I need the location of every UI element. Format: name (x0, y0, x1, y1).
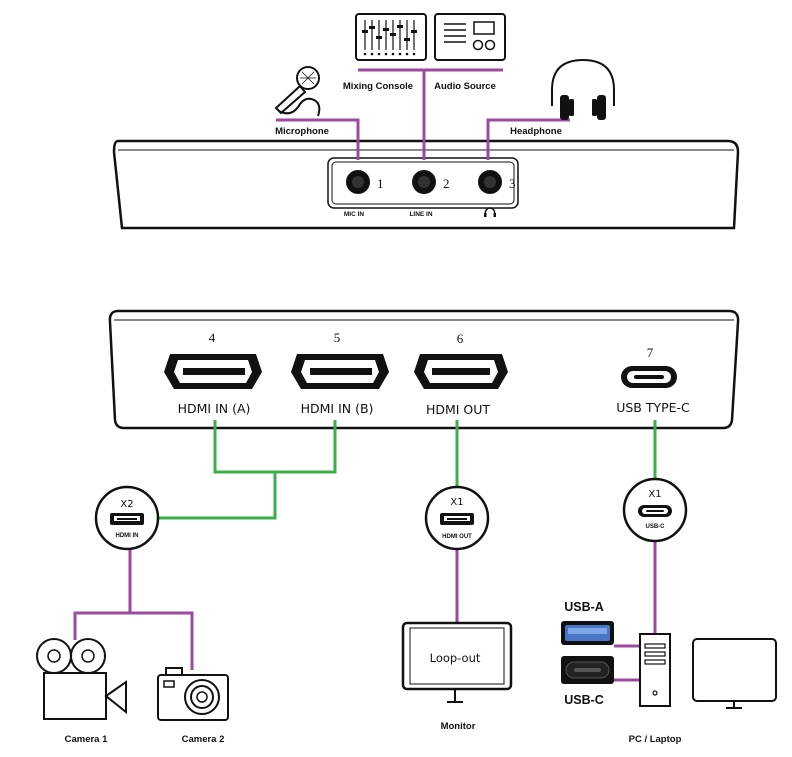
port-number-6: 6 (457, 331, 464, 346)
headphone-icon (551, 58, 615, 120)
mic-in-label: MIC IN (344, 211, 365, 218)
loop-out-label: Loop-out (430, 651, 481, 665)
mixing-console-label: Mixing Console (343, 81, 413, 92)
hdmi-in-a-label: HDMI IN (A) (178, 401, 251, 416)
usb-type-c-label: USB TYPE-C (616, 400, 690, 415)
mixing-console-icon (355, 13, 427, 61)
port-number-4: 4 (209, 330, 216, 345)
hdmi-out-port (414, 354, 508, 389)
hdmi-out-cable-count: X1 (450, 497, 463, 508)
headphone-label: Headphone (510, 126, 562, 137)
hdmi-in-cable-label: HDMI IN (116, 533, 139, 539)
video-cables (158, 420, 657, 520)
port-number-3: 3 (509, 176, 516, 191)
usb-c-cable-label: USB-C (646, 524, 666, 530)
pc-display-icon (692, 638, 777, 709)
usb-type-c-port (621, 366, 677, 388)
audio-source-label: Audio Source (434, 81, 496, 92)
usb-a-label: USB-A (564, 600, 604, 614)
usb-c-label: USB-C (564, 693, 604, 707)
hdmi-in-b-port (291, 354, 389, 389)
microphone-label: Microphone (275, 126, 329, 137)
port-number-1: 1 (377, 176, 384, 191)
camera2-label: Camera 2 (182, 734, 225, 745)
hdmi-in-cable-count: X2 (120, 499, 133, 510)
photo-camera-icon (157, 667, 229, 721)
microphone-icon (274, 66, 321, 117)
usb-c-connector-icon (561, 656, 614, 684)
pc-laptop-label: PC / Laptop (629, 734, 682, 745)
output-cables (73, 540, 657, 682)
video-camera-icon (36, 638, 127, 720)
usb-c-cable-count: X1 (648, 489, 661, 500)
line-in-label: LINE IN (409, 211, 432, 218)
hdmi-out-cable-label: HDMI OUT (442, 534, 472, 540)
top-device: 1 2 3 MIC IN LINE IN (112, 139, 740, 230)
hdmi-in-a-port (164, 354, 262, 389)
headphone-symbol-icon (484, 207, 496, 217)
port-number-2: 2 (443, 176, 450, 191)
monitor-icon (401, 621, 513, 703)
audio-source-icon (434, 13, 506, 61)
usb-c-cable-badge: X1 USB-C (622, 477, 688, 543)
mic-in-jack (346, 170, 370, 194)
monitor-label: Monitor (441, 721, 476, 732)
camera1-label: Camera 1 (65, 734, 108, 745)
port-number-7: 7 (647, 345, 654, 360)
port-number-5: 5 (334, 330, 341, 345)
pc-tower-icon (639, 633, 671, 707)
hdmi-in-cable-badge: X2 HDMI IN (94, 485, 160, 551)
hdmi-out-cable-badge: X1 HDMI OUT (424, 485, 490, 551)
hdmi-out-label: HDMI OUT (426, 402, 490, 417)
headphone-jack (478, 170, 502, 194)
hdmi-in-b-label: HDMI IN (B) (301, 401, 374, 416)
audio-cables (276, 68, 570, 160)
line-in-jack (412, 170, 436, 194)
usb-a-connector-icon (561, 621, 614, 645)
